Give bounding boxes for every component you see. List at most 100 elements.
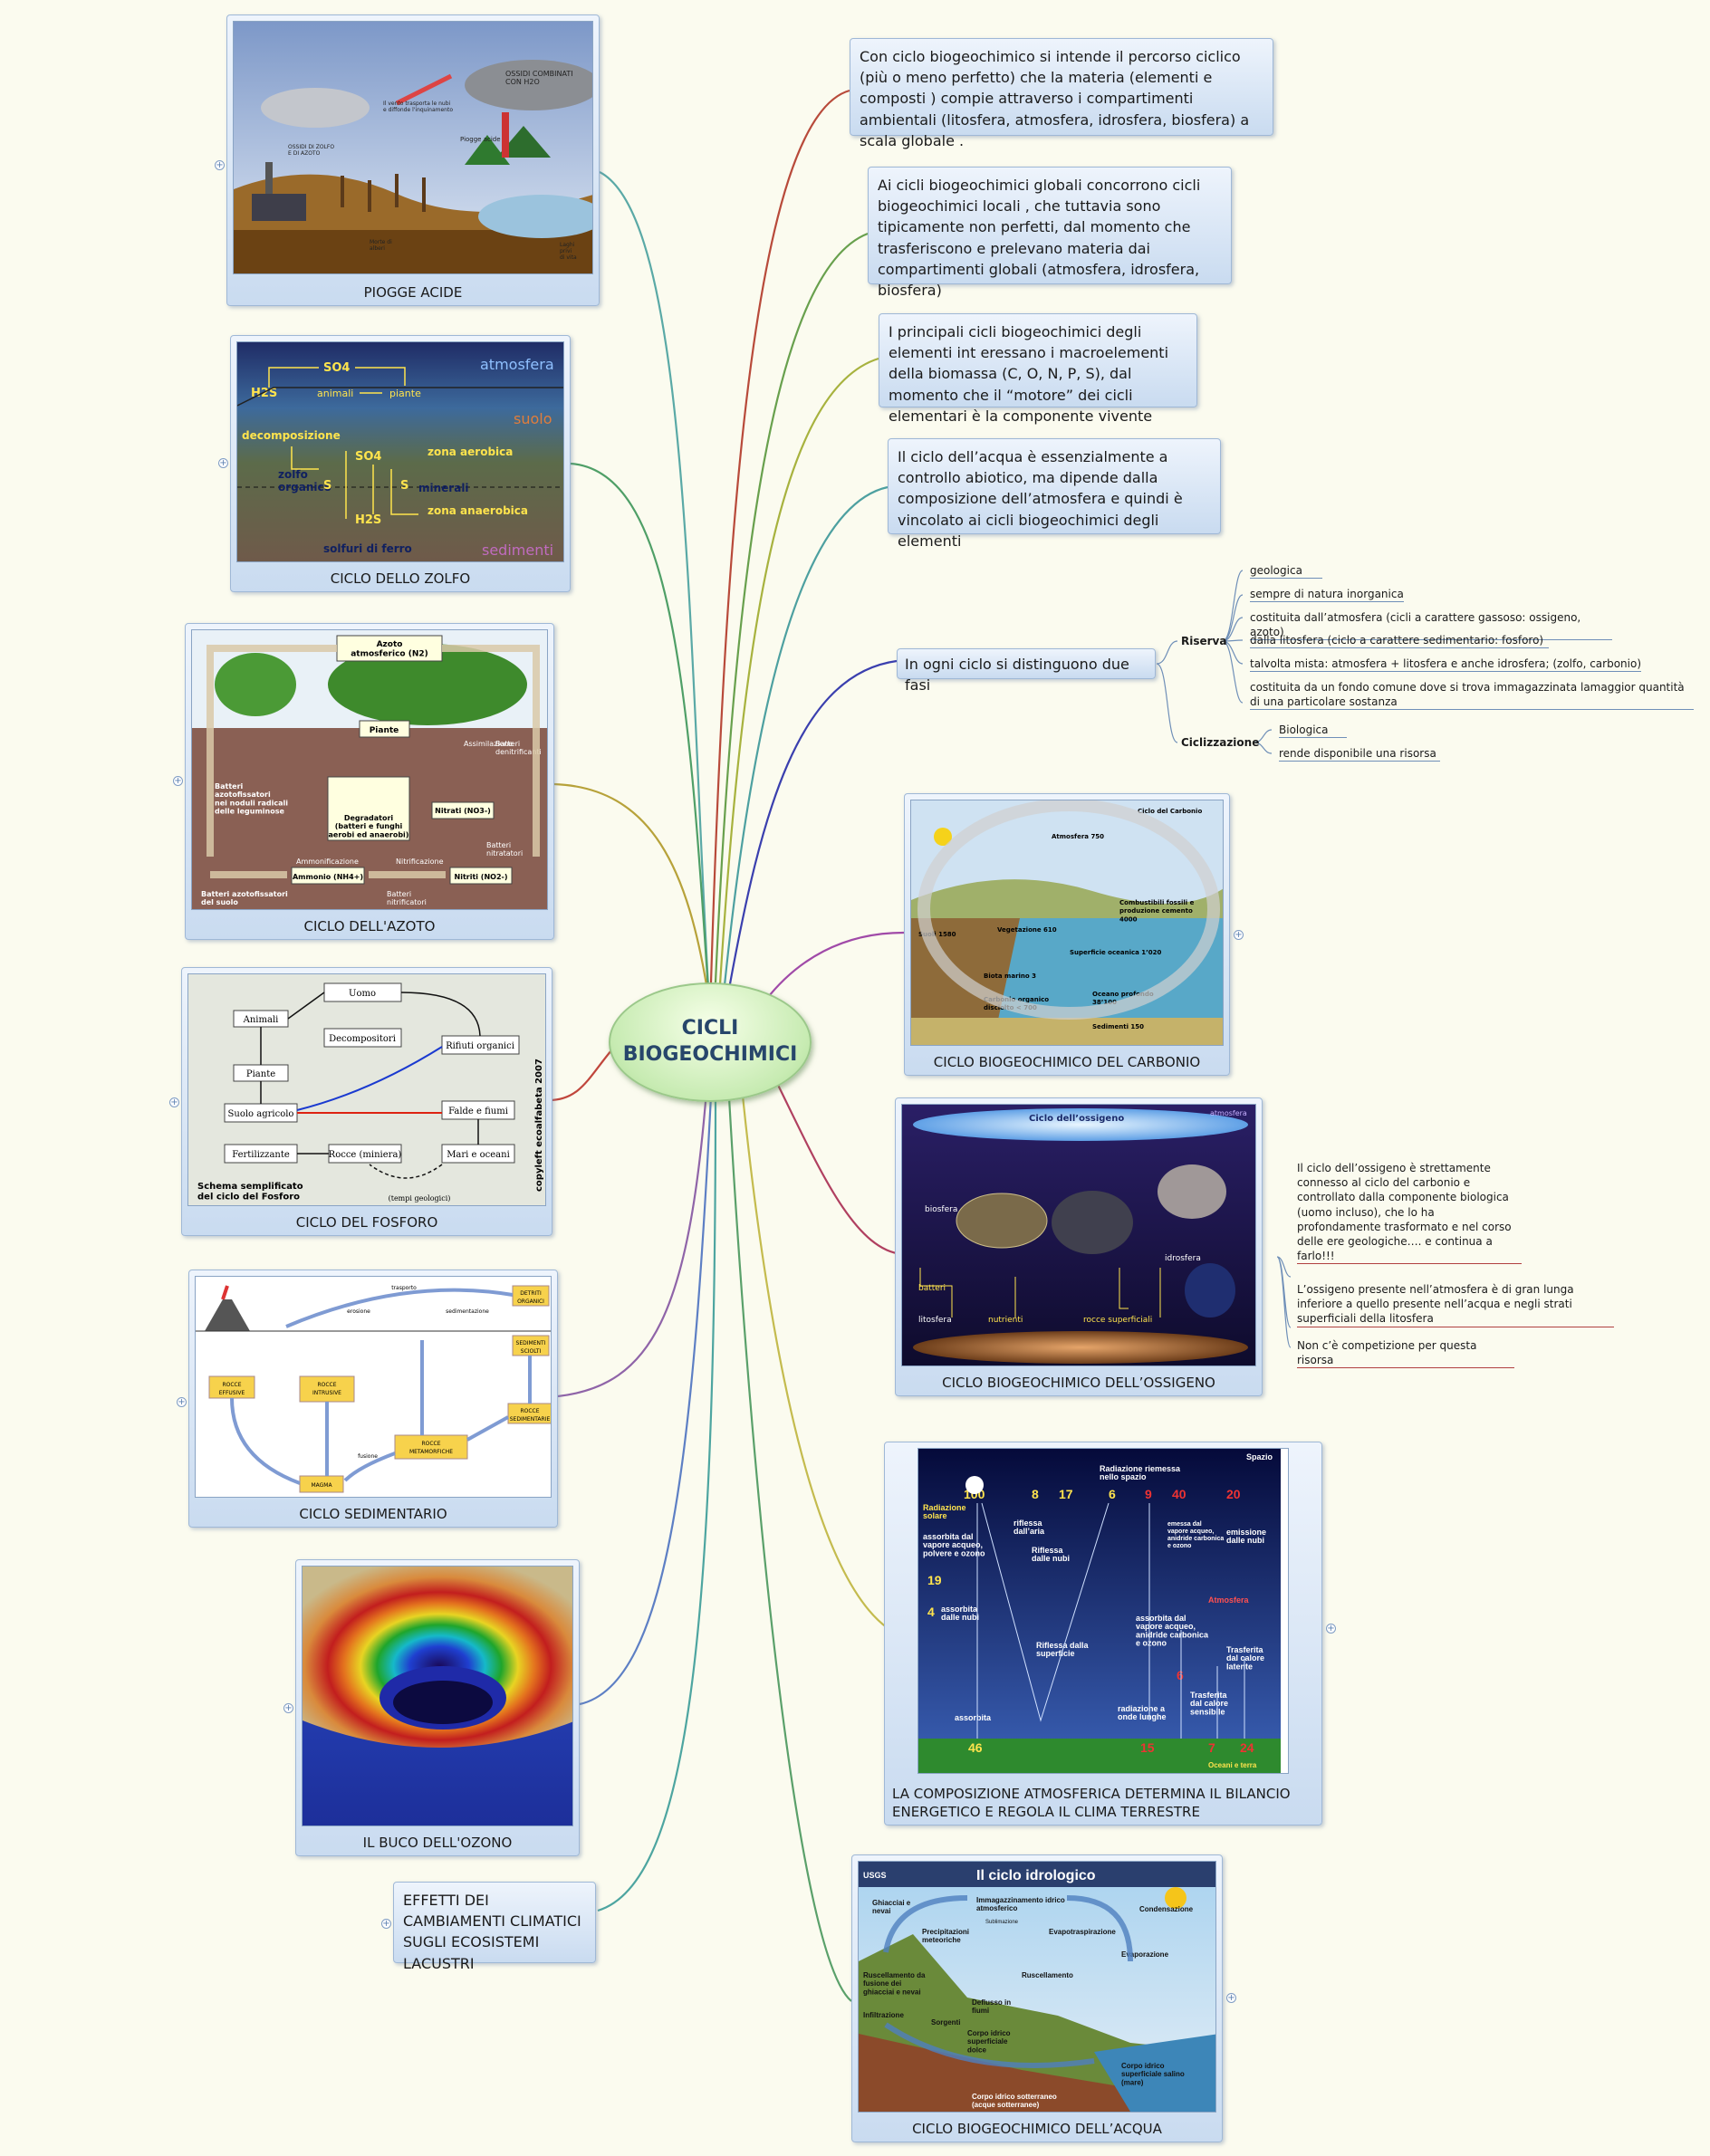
label-wc-ruscellamento: Ruscellamento bbox=[1022, 1971, 1073, 1979]
label-s-left: S bbox=[323, 479, 331, 493]
node-cicli-locali[interactable]: Ai cicli biogeochimici globali concorron… bbox=[868, 167, 1232, 299]
caption-piogge-acide: PIOGGE ACIDE bbox=[363, 283, 463, 301]
caption-ciclo-ossigeno: CICLO BIOGEOCHIMICO DELL’OSSIGENO bbox=[942, 1374, 1215, 1391]
expand-icon[interactable]: + bbox=[1234, 930, 1244, 940]
label-suolo-agricolo: Suolo agricolo bbox=[228, 1109, 294, 1119]
connector-zolfo bbox=[570, 462, 710, 992]
node-ciclo-sedimentario[interactable]: trasporto erosione sedimentazione DETRIT… bbox=[177, 1270, 558, 1528]
label-riserva: Riserva bbox=[1181, 635, 1227, 647]
label-ciclizzazione: Ciclizzazione bbox=[1181, 736, 1260, 749]
label-eb-spazio: Spazio bbox=[1246, 1452, 1273, 1461]
label-so4-top: SO4 bbox=[323, 361, 350, 375]
label-eb-6b: 6 bbox=[1177, 1668, 1184, 1682]
node-ciclo-ossigeno[interactable]: Ciclo dell’ossigeno atmosfera biosfera i… bbox=[895, 1097, 1263, 1396]
label-h2s-top: H2S bbox=[251, 387, 277, 400]
ciclo-acqua-text: Il ciclo dell’acqua è essenzialmente a c… bbox=[898, 448, 1183, 550]
label-decompositori: Decompositori bbox=[329, 1034, 396, 1044]
node-ciclo-carbonio[interactable]: Ciclo del Carbonio Atmosfera 750 Vegetaz… bbox=[904, 793, 1244, 1076]
caption-bilancio: LA COMPOSIZIONE ATMOSFERICA DETERMINA IL… bbox=[892, 1785, 1291, 1820]
node-ciclo-zolfo[interactable]: atmosfera suolo sedimenti SO4 H2S animal… bbox=[218, 335, 571, 592]
fasi-text: In ogni ciclo si distinguono due fasi bbox=[905, 656, 1129, 695]
label-wc-usgs: USGS bbox=[863, 1871, 887, 1880]
label-eb-assorbita: assorbita bbox=[955, 1713, 992, 1722]
label-nitrificazione: Nitrificazione bbox=[396, 858, 444, 866]
node-ciclo-fosforo[interactable]: Uomo Animali Decompositori Rifiuti organ… bbox=[169, 967, 552, 1236]
label-atmosfera: atmosfera bbox=[480, 356, 554, 373]
label-wc-condensazione: Condensazione bbox=[1139, 1905, 1194, 1913]
label-carbon-atmosfera: Atmosfera 750 bbox=[1052, 833, 1104, 840]
connector-t4 bbox=[723, 485, 889, 986]
expand-icon[interactable]: + bbox=[1226, 1993, 1236, 2003]
expand-icon[interactable]: + bbox=[381, 1919, 391, 1929]
ozone-hole-image bbox=[302, 1566, 573, 1826]
connector-sedimentario bbox=[557, 1090, 708, 1398]
connector-t3 bbox=[718, 357, 879, 985]
expand-icon[interactable]: + bbox=[218, 458, 228, 468]
label-piante: Piante bbox=[246, 1069, 275, 1079]
central-topic[interactable]: CICLI BIOGEOCHIMICI bbox=[609, 982, 812, 1102]
label-decomposizione: decomposizione bbox=[242, 429, 341, 442]
label-s-right: S bbox=[400, 479, 408, 493]
expand-icon[interactable]: + bbox=[1326, 1624, 1336, 1634]
node-macroelementi[interactable]: I principali cicli biogeochimici degli e… bbox=[879, 313, 1197, 425]
label-oxy-atmosfera: atmosfera bbox=[1210, 1109, 1247, 1117]
carbon-cycle-image: Ciclo del Carbonio Atmosfera 750 Vegetaz… bbox=[910, 800, 1224, 1046]
label-nitrati: Nitrati (NO3-) bbox=[435, 807, 491, 815]
label-assimilazione: Assimilazione bbox=[464, 740, 514, 748]
label-eb-20: 20 bbox=[1226, 1487, 1241, 1501]
label-copyleft: copyleft ecoalfabeta 2007 bbox=[534, 1059, 544, 1192]
label-oxy-idrosfera: idrosfera bbox=[1165, 1254, 1201, 1263]
expand-icon[interactable]: + bbox=[169, 1097, 179, 1107]
node-buco-ozono[interactable]: IL BUCO DELL'OZONO + bbox=[283, 1559, 580, 1856]
label-eb-oceani: Oceani e terra bbox=[1208, 1761, 1257, 1769]
definizione-text: Con ciclo biogeochimico si intende il pe… bbox=[860, 48, 1250, 149]
connector-effetti bbox=[597, 1097, 717, 1912]
riserva-item-2: costituita dall’atmosfera (cicli a carat… bbox=[1250, 610, 1612, 641]
node-ciclo-acqua-testo[interactable]: Il ciclo dell’acqua è essenzialmente a c… bbox=[888, 438, 1221, 550]
label-eb-40: 40 bbox=[1172, 1487, 1186, 1501]
label-piante: piante bbox=[389, 388, 421, 399]
label-wc-sublimazione: Sublimazione bbox=[985, 1920, 1019, 1925]
node-fasi[interactable]: In ogni ciclo si distinguono due fasi bbox=[897, 648, 1156, 694]
expand-icon[interactable]: + bbox=[215, 160, 225, 170]
connector-acqua bbox=[727, 1097, 852, 2002]
label-animali: animali bbox=[317, 388, 353, 399]
label-eb-8: 8 bbox=[1032, 1487, 1039, 1501]
effetti-text: EFFETTI DEI CAMBIAMENTI CLIMATICI SUGLI … bbox=[403, 1892, 581, 1972]
label-carbon-superficie: Superficie oceanica 1’020 bbox=[1070, 949, 1162, 956]
expand-icon[interactable]: + bbox=[283, 1703, 293, 1713]
label-eb-6: 6 bbox=[1109, 1487, 1116, 1501]
node-definizione[interactable]: Con ciclo biogeochimico si intende il pe… bbox=[850, 38, 1273, 149]
node-effetti[interactable]: EFFETTI DEI CAMBIAMENTI CLIMATICI SUGLI … bbox=[381, 1882, 596, 1972]
expand-icon[interactable]: + bbox=[173, 776, 183, 786]
expand-icon[interactable]: + bbox=[177, 1397, 187, 1407]
label-uomo: Uomo bbox=[349, 989, 376, 999]
label-carbon-biota: Biota marino 3 bbox=[984, 973, 1036, 980]
label-carbon-title: Ciclo del Carbonio bbox=[1138, 808, 1202, 815]
label-wc-evaporazione: Evaporazione bbox=[1121, 1950, 1169, 1959]
label-tempi: (tempi geologici) bbox=[389, 1194, 451, 1203]
